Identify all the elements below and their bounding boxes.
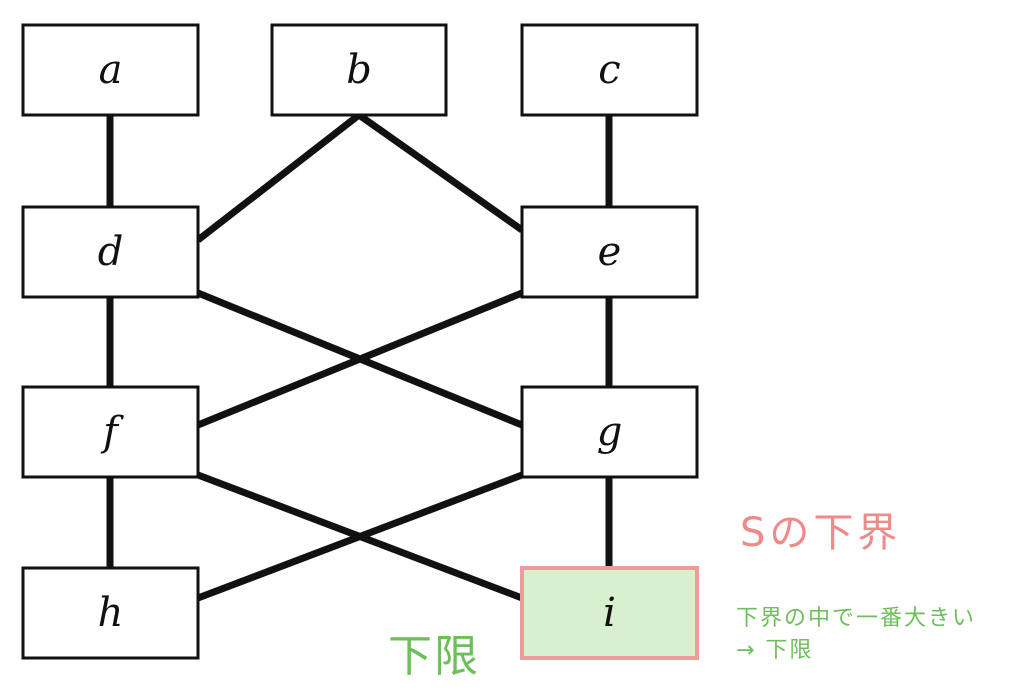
node-box-c [520,23,699,117]
node-d: d [21,205,200,299]
explanation-line-2: → 下限 [736,638,814,663]
node-e: e [520,205,699,299]
node-g: g [520,385,699,479]
node-label-e: e [598,229,622,275]
node-a: a [21,23,200,117]
node-b: b [270,23,448,117]
node-box-i [520,566,699,660]
node-label-a: a [99,47,123,93]
edge-g-h [196,471,524,602]
node-h: h [21,566,200,660]
node-label-i: i [603,590,616,636]
node-box-d [21,205,200,299]
lower-bound-annotation: Sの下界 [740,510,902,556]
node-box-b [270,23,448,117]
node-label-d: d [98,229,124,275]
node-box-h [21,566,200,660]
node-box-a [21,23,200,117]
edge-e-f [196,289,524,429]
infimum-annotation: 下限 [388,631,480,682]
node-f: f [21,385,200,479]
node-box-g [520,385,699,479]
node-box-f [21,385,200,479]
node-label-h: h [98,590,124,636]
node-label-c: c [598,47,620,93]
node-c: c [520,23,699,117]
node-label-g: g [597,409,623,455]
explanation-line-1: 下界の中で一番大きい [736,606,977,631]
edge-b-d [195,112,362,243]
node-i: i [520,566,699,660]
node-label-b: b [346,47,372,93]
node-box-e [520,205,699,299]
edge-b-e [356,112,525,233]
